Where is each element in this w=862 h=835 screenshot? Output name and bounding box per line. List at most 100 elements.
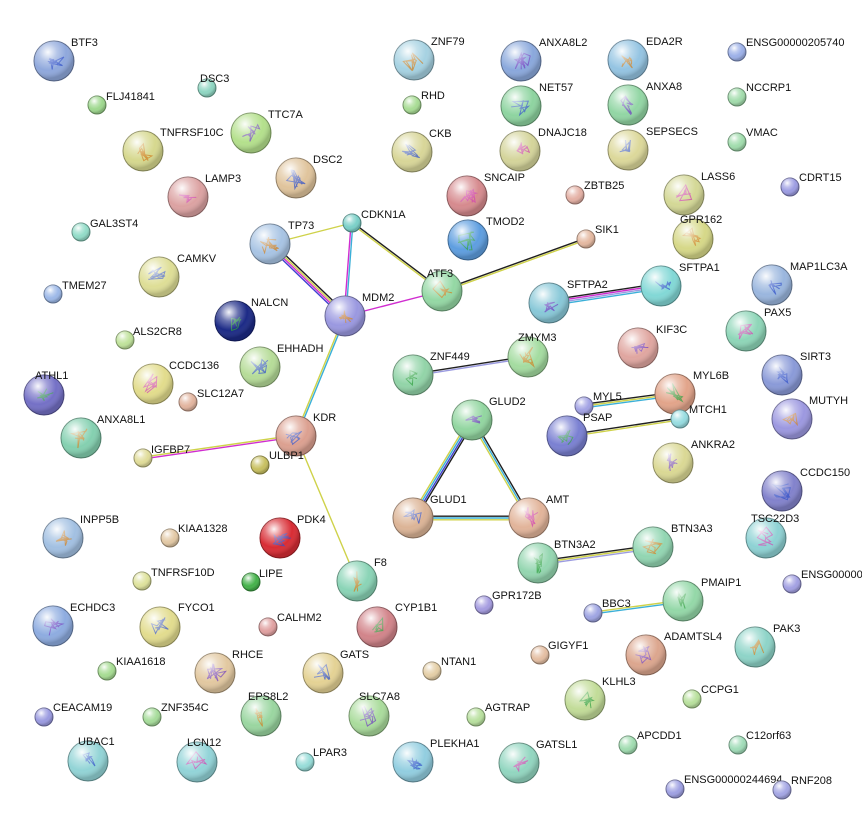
node-dnajc18[interactable]: DNAJC18	[499, 127, 587, 172]
node-anxa8l2[interactable]: ANXA8L2	[500, 37, 587, 82]
node-sphere	[772, 780, 792, 800]
node-slc12a7[interactable]: SLC12A7	[178, 388, 244, 412]
node-tmem27[interactable]: TMEM27	[43, 280, 107, 304]
node-eda2r[interactable]: EDA2R	[607, 36, 683, 81]
node-label: LPAR3	[313, 747, 347, 759]
node-sphere	[564, 679, 606, 721]
node-sftpa1[interactable]: SFTPA1	[640, 262, 720, 307]
node-lass6[interactable]: LASS6	[663, 171, 735, 216]
node-lcn12[interactable]: LCN12	[176, 737, 221, 783]
node-ckb[interactable]: CKB	[391, 128, 452, 173]
node-f8[interactable]: F8	[336, 557, 387, 602]
node-anxa8[interactable]: ANXA8	[607, 81, 682, 126]
node-atf3[interactable]: ATF3	[421, 268, 463, 312]
edge-atf3-sik1[interactable]	[441, 237, 587, 293]
node-als2cr8[interactable]: ALS2CR8	[115, 326, 182, 350]
node-sepsecs[interactable]: SEPSECS	[607, 126, 698, 171]
node-ntan1[interactable]: NTAN1	[422, 656, 476, 681]
node-glud2[interactable]: GLUD2	[451, 396, 526, 441]
node-rhd[interactable]: RHD	[402, 90, 445, 115]
node-znf354c[interactable]: ZNF354C	[142, 702, 209, 727]
node-agtrap[interactable]: AGTRAP	[466, 702, 530, 727]
node-nalcn[interactable]: NALCN	[214, 297, 288, 342]
node-tp73[interactable]: TP73	[249, 220, 314, 265]
node-znf449[interactable]: ZNF449	[392, 351, 470, 396]
node-psap[interactable]: PSAP	[546, 412, 612, 457]
node-map1lc3a[interactable]: MAP1LC3A	[751, 261, 848, 306]
node-sik1[interactable]: SIK1	[576, 224, 619, 249]
node-label: GLUD1	[430, 494, 467, 506]
node-tnfrsf10d[interactable]: TNFRSF10D	[132, 567, 215, 591]
node-apcdd1[interactable]: APCDD1	[618, 730, 682, 755]
node-pmaip1[interactable]: PMAIP1	[662, 577, 741, 622]
node-sncaip[interactable]: SNCAIP	[446, 172, 525, 217]
node-rhce[interactable]: RHCE	[194, 649, 263, 694]
node-gats[interactable]: GATS	[302, 649, 369, 694]
node-kiaa1328[interactable]: KIAA1328	[160, 523, 228, 548]
node-ulbp1[interactable]: ULBP1	[250, 450, 304, 475]
node-gpr162[interactable]: GPR162	[672, 214, 722, 260]
node-cdkn1a[interactable]: CDKN1A	[342, 209, 406, 233]
node-fyco1[interactable]: FYCO1	[139, 602, 215, 648]
node-plekha1[interactable]: PLEKHA1	[392, 738, 480, 783]
node-ttc7a[interactable]: TTC7A	[230, 109, 304, 154]
node-net57[interactable]: NET57	[500, 82, 573, 127]
node-znf79[interactable]: ZNF79	[393, 36, 465, 81]
edge-kdr-igfbp7[interactable]	[142, 434, 297, 460]
node-ccdc150[interactable]: CCDC150	[761, 467, 850, 512]
node-ccpg1[interactable]: CCPG1	[682, 684, 739, 709]
node-cdrt15[interactable]: CDRT15	[780, 172, 842, 197]
node-klhl3[interactable]: KLHL3	[564, 676, 636, 721]
node-eps8l2[interactable]: EPS8L2	[240, 691, 288, 737]
node-flj41841[interactable]: FLJ41841	[87, 91, 155, 115]
node-dsc2[interactable]: DSC2	[275, 154, 342, 199]
node-btf3[interactable]: BTF3	[33, 37, 98, 82]
node-btn3a2[interactable]: BTN3A2	[517, 539, 596, 584]
node-mdm2[interactable]: MDM2	[324, 292, 394, 337]
node-ensg00000[interactable]: ENSG00000	[782, 569, 862, 594]
node-echdc3[interactable]: ECHDC3	[32, 602, 115, 647]
node-athl1[interactable]: ATHL1	[23, 370, 68, 416]
node-ceacam19[interactable]: CEACAM19	[34, 702, 112, 727]
node-tsc22d3[interactable]: TSC22D3	[745, 513, 799, 559]
node-lamp3[interactable]: LAMP3	[167, 173, 241, 218]
node-btn3a3[interactable]: BTN3A3	[632, 523, 713, 568]
node-kif3c[interactable]: KIF3C	[617, 324, 687, 369]
edge-kdr-f8[interactable]	[295, 435, 358, 582]
node-lpar3[interactable]: LPAR3	[295, 747, 347, 772]
node-ehhadh[interactable]: EHHADH	[239, 343, 324, 388]
node-pdk4[interactable]: PDK4	[259, 514, 326, 559]
node-tnfrsf10c[interactable]: TNFRSF10C	[122, 127, 224, 172]
node-pax5[interactable]: PAX5	[725, 307, 791, 352]
node-ensg00000244694[interactable]: ENSG00000244694	[665, 774, 782, 799]
node-zbtb25[interactable]: ZBTB25	[565, 180, 624, 205]
node-pak3[interactable]: PAK3	[734, 623, 800, 668]
node-ensg00000205740[interactable]: ENSG00000205740	[727, 37, 844, 62]
node-lipe[interactable]: LIPE	[241, 568, 283, 592]
node-adamtsl4[interactable]: ADAMTSL4	[625, 631, 722, 676]
node-anxa8l1[interactable]: ANXA8L1	[60, 414, 145, 459]
node-ankra2[interactable]: ANKRA2	[652, 439, 735, 484]
node-gatsl1[interactable]: GATSL1	[498, 739, 577, 784]
node-sftpa2[interactable]: SFTPA2	[528, 279, 608, 324]
node-slc7a8[interactable]: SLC7A8	[348, 691, 400, 737]
node-tmod2[interactable]: TMOD2	[447, 216, 525, 261]
node-gpr172b[interactable]: GPR172B	[474, 590, 542, 615]
node-sphere	[761, 470, 803, 512]
node-vmac[interactable]: VMAC	[727, 127, 778, 152]
node-nccrp1[interactable]: NCCRP1	[727, 82, 791, 107]
node-ubac1[interactable]: UBAC1	[67, 736, 115, 782]
node-sirt3[interactable]: SIRT3	[761, 351, 831, 396]
node-zmym3[interactable]: ZMYM3	[507, 332, 557, 378]
node-kiaa1618[interactable]: KIAA1618	[97, 656, 166, 681]
node-dsc3[interactable]: DSC3	[197, 73, 229, 98]
node-inpp5b[interactable]: INPP5B	[42, 514, 119, 559]
node-cyp1b1[interactable]: CYP1B1	[356, 602, 437, 648]
node-mutyh[interactable]: MUTYH	[771, 395, 848, 440]
node-camkv[interactable]: CAMKV	[138, 253, 217, 298]
node-calhm2[interactable]: CALHM2	[258, 612, 322, 637]
node-igfbp7[interactable]: IGFBP7	[133, 444, 190, 468]
node-c12orf63[interactable]: C12orf63	[728, 730, 791, 755]
node-gigyf1[interactable]: GIGYF1	[530, 640, 588, 665]
node-gal3st4[interactable]: GAL3ST4	[71, 218, 138, 242]
